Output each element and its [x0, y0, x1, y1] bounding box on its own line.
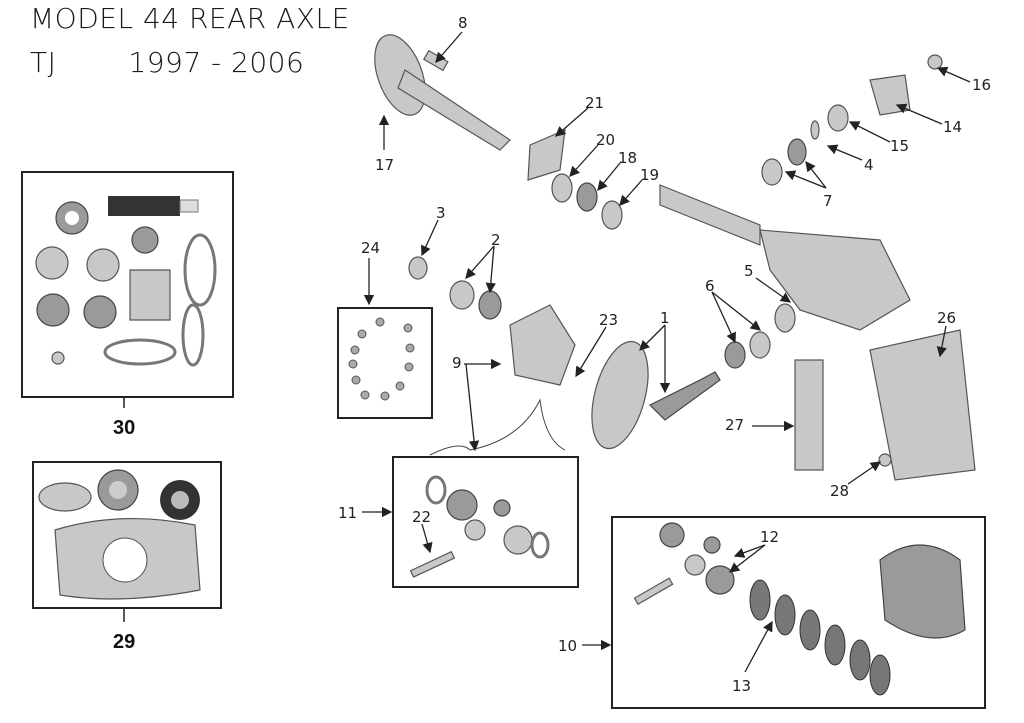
callout-5: 5 [744, 262, 754, 280]
callout-15: 15 [890, 137, 909, 155]
kit-30-label: 30 [113, 417, 135, 439]
ring-gear[interactable] [582, 335, 659, 454]
fill-plug[interactable] [878, 453, 892, 467]
callout-2: 2 [491, 231, 501, 249]
kit-29-box[interactable] [32, 461, 222, 622]
callout-17: 17 [375, 156, 394, 174]
callout-6: 6 [705, 277, 715, 295]
axle-shaft[interactable] [365, 28, 511, 151]
callout-24: 24 [361, 239, 380, 257]
inner-pinion-bearing[interactable] [724, 341, 746, 369]
bearing-race[interactable] [761, 158, 783, 186]
pinion-gear[interactable] [648, 371, 721, 421]
callout-8: 8 [458, 14, 468, 32]
sealant-tube[interactable] [794, 359, 824, 471]
differential-cover[interactable] [869, 329, 976, 481]
bearing-cup[interactable] [551, 173, 573, 203]
slinger[interactable] [810, 120, 820, 140]
callout-13: 13 [732, 677, 751, 695]
callout-26: 26 [937, 309, 956, 327]
callout-14: 14 [943, 118, 962, 136]
differential-gear-kit-box[interactable] [392, 456, 579, 588]
year-range: 1997 - 2006 [128, 46, 305, 79]
callout-12: 12 [760, 528, 779, 546]
pinion-race[interactable] [749, 331, 771, 359]
callout-3: 3 [436, 204, 446, 222]
callout-22: 22 [412, 508, 431, 526]
axle-seal[interactable] [601, 200, 623, 230]
callout-23: 23 [599, 311, 618, 329]
ring-gear-bolts-box[interactable] [337, 307, 433, 419]
callout-1: 1 [660, 309, 670, 327]
wheel-stud[interactable] [423, 49, 449, 72]
callout-arrows [362, 31, 971, 673]
axle-bearing[interactable] [576, 182, 598, 212]
callout-19: 19 [640, 166, 659, 184]
callout-27: 27 [725, 416, 744, 434]
callout-9: 9 [452, 354, 462, 372]
pinion-seal[interactable] [827, 104, 849, 132]
differential-case[interactable] [509, 304, 576, 386]
carrier-bearing-cup[interactable] [449, 280, 475, 310]
locker-kit-box[interactable] [611, 516, 986, 709]
callout-10: 10 [558, 637, 577, 655]
callout-18: 18 [618, 149, 637, 167]
axle-housing[interactable] [659, 184, 911, 331]
carrier-shims[interactable] [408, 256, 428, 280]
diagram-title: MODEL 44 REAR AXLE [30, 2, 350, 35]
kit-29-label: 29 [113, 631, 135, 653]
diagram-subtitle: TJ 1997 - 2006 [30, 46, 304, 79]
retainer-plate[interactable] [527, 129, 566, 181]
callout-11: 11 [338, 504, 357, 522]
carrier-bearing[interactable] [478, 290, 502, 320]
pinion-nut[interactable] [927, 54, 943, 70]
callout-7: 7 [823, 192, 833, 210]
outer-pinion-bearing[interactable] [787, 138, 807, 166]
callout-20: 20 [596, 131, 615, 149]
callout-28: 28 [830, 482, 849, 500]
kit-30-box[interactable] [21, 171, 234, 408]
model-code: TJ [30, 46, 57, 79]
callout-4: 4 [864, 156, 874, 174]
callout-21: 21 [585, 94, 604, 112]
callout-16: 16 [972, 76, 991, 94]
pinion-yoke[interactable] [869, 74, 911, 116]
pinion-shims[interactable] [774, 303, 796, 333]
